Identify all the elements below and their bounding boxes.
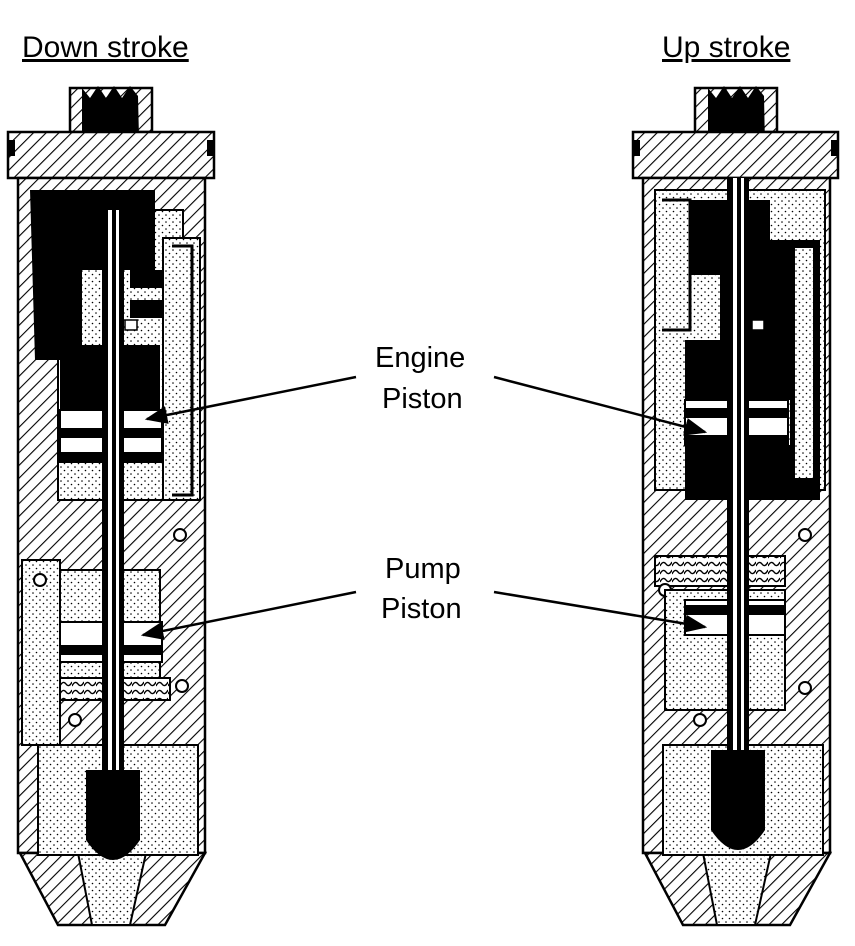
engine-callout-line1: Engine: [375, 342, 465, 374]
up-stroke-title: Up stroke: [662, 31, 790, 64]
pump-arrow-left: [140, 590, 357, 640]
left-central-rod: [102, 210, 124, 810]
right-drive-fluid: [685, 200, 820, 500]
up-stroke-pump: [631, 86, 840, 927]
engine-callout-line2: Piston: [382, 383, 463, 415]
pump-callout-line1: Pump: [385, 553, 461, 585]
left-cap: [6, 130, 216, 180]
down-stroke-title: Down stroke: [22, 31, 189, 64]
right-plunger-tip: [711, 750, 765, 850]
pump-piston-callout: Pump Piston: [140, 553, 708, 640]
left-drive-fluid: [30, 190, 160, 410]
down-stroke-pump: [6, 86, 216, 927]
engine-piston-callout: Engine Piston: [144, 342, 708, 436]
engine-arrow-right: [493, 375, 708, 436]
engine-arrow-left: [144, 375, 357, 424]
right-central-rod: [727, 178, 749, 778]
left-plunger-tip: [86, 770, 140, 860]
right-cap: [631, 130, 840, 180]
pump-callout-line2: Piston: [381, 593, 462, 625]
pump-arrow-right: [493, 590, 708, 633]
